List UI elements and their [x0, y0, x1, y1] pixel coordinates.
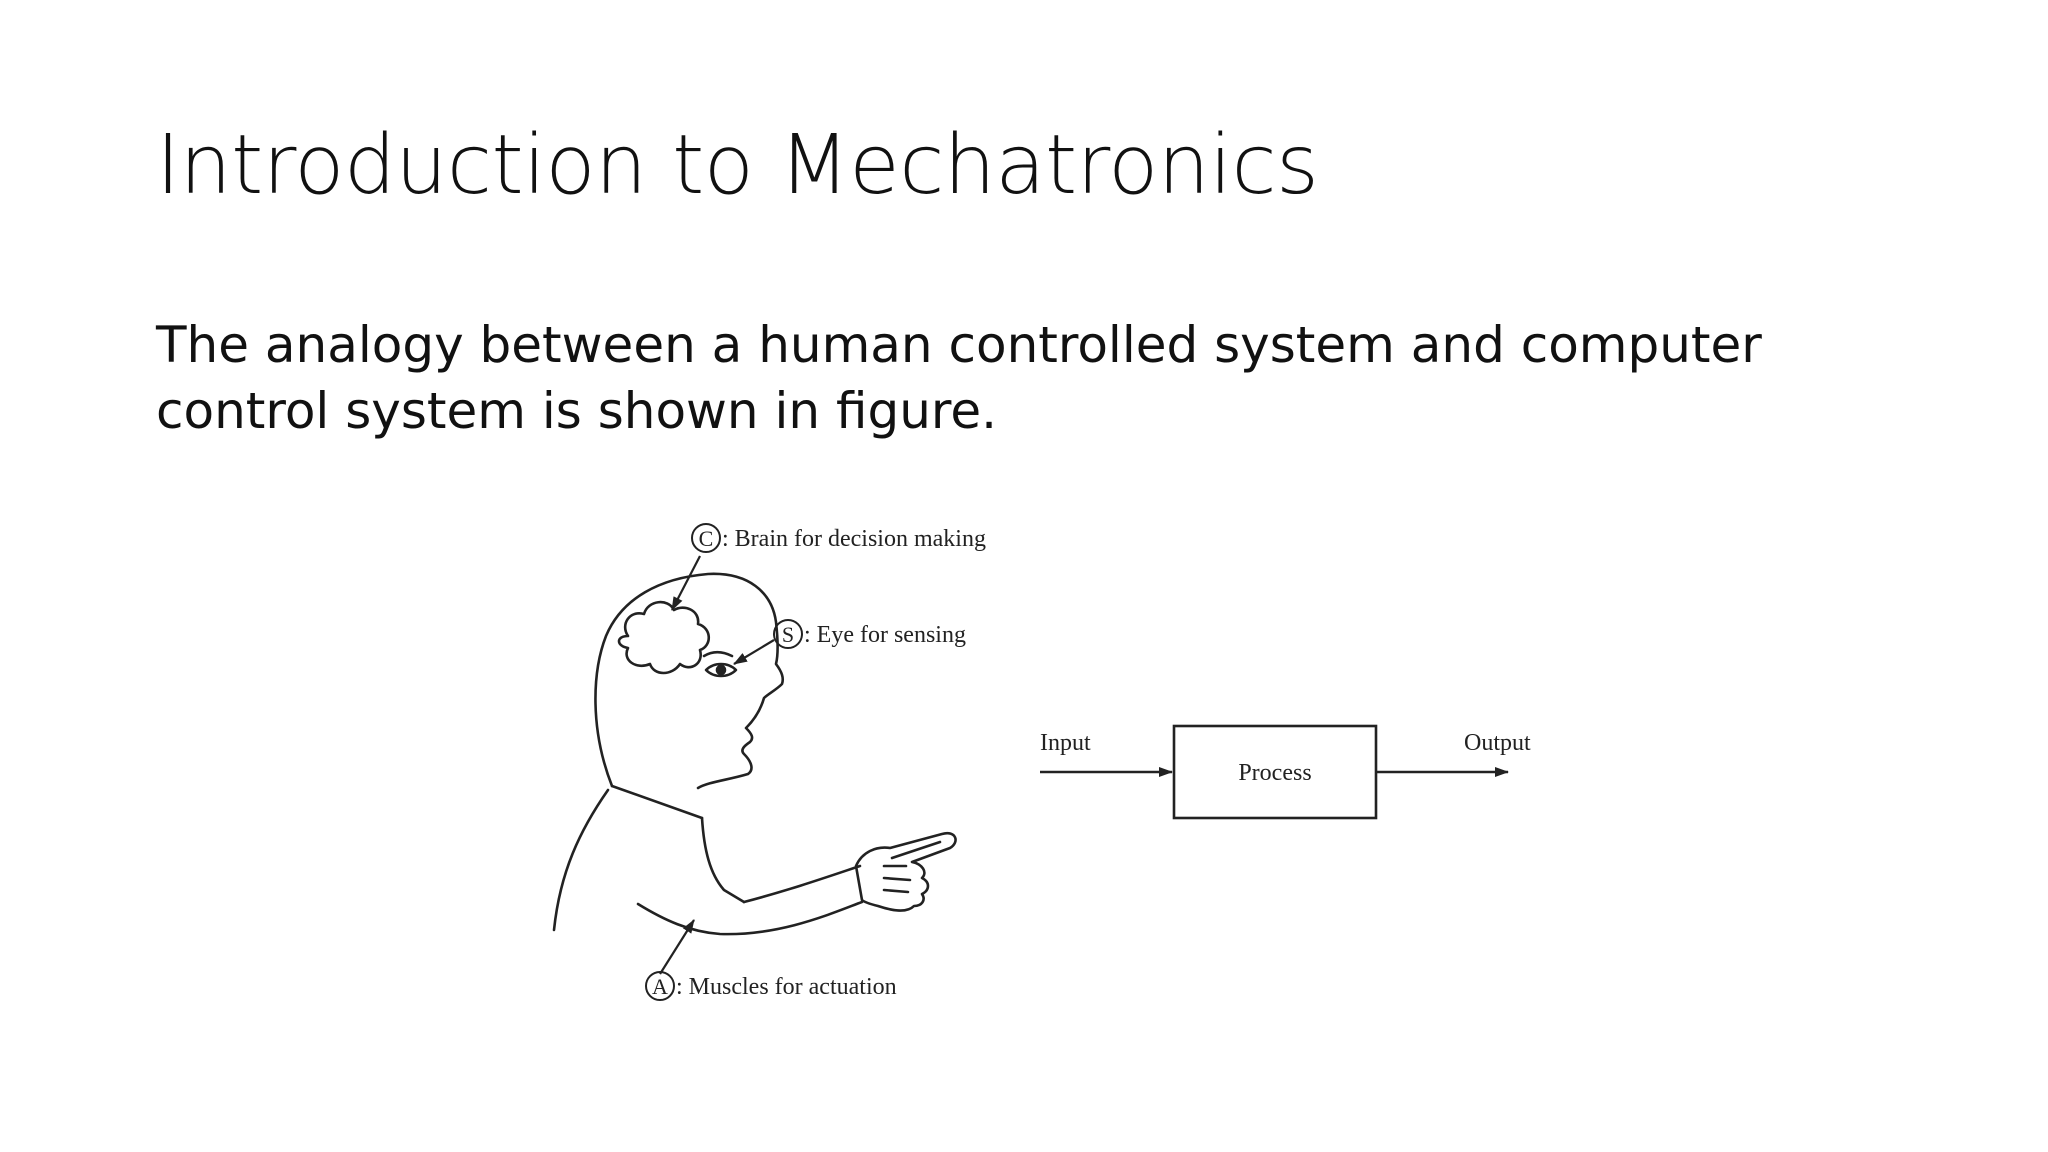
- arm-lower: [636, 900, 864, 936]
- block-diagram: Input Process Output: [1040, 724, 1531, 820]
- brain-cloud: [617, 600, 711, 675]
- callout-eye: S : Eye for sensing: [773, 619, 966, 649]
- forearm-upper: [742, 864, 862, 904]
- eye-icon: [704, 662, 738, 678]
- eye-pupil: [715, 664, 727, 676]
- neck-line: [610, 784, 704, 820]
- output-label: Output: [1464, 730, 1531, 756]
- eye-symbol-circle: [773, 619, 803, 649]
- finger-detail: [890, 840, 942, 860]
- callout-arrows: [659, 555, 775, 975]
- brain-label: : Brain for decision making: [722, 526, 986, 552]
- brain-symbol: C: [699, 526, 714, 551]
- callout-brain: C : Brain for decision making: [691, 523, 986, 553]
- eye-label: : Eye for sensing: [804, 622, 966, 648]
- callout-muscles: A : Muscles for actuation: [645, 971, 897, 1001]
- slide-body-text: The analogy between a human controlled s…: [156, 316, 1762, 440]
- brain-symbol-circle: [691, 523, 721, 553]
- muscles-label: : Muscles for actuation: [676, 974, 897, 1000]
- arm-upper: [700, 816, 746, 904]
- brain-arrow: [671, 555, 701, 611]
- muscles-symbol-circle: [645, 971, 675, 1001]
- eyebrow: [702, 650, 734, 658]
- eye-arrow: [733, 639, 775, 665]
- muscles-symbol: A: [652, 974, 668, 999]
- eye-symbol: S: [782, 622, 794, 647]
- input-label: Input: [1040, 730, 1091, 756]
- back-outline: [552, 788, 610, 932]
- slide-title: Introduction to Mechatronics: [156, 118, 1319, 213]
- muscle-arrow: [659, 919, 695, 975]
- process-label: Process: [1238, 760, 1311, 786]
- knuckle-3: [882, 888, 910, 894]
- head-outline: [594, 572, 785, 790]
- hand: [854, 831, 957, 912]
- human-figure: [552, 572, 957, 936]
- knuckle-2: [882, 876, 912, 882]
